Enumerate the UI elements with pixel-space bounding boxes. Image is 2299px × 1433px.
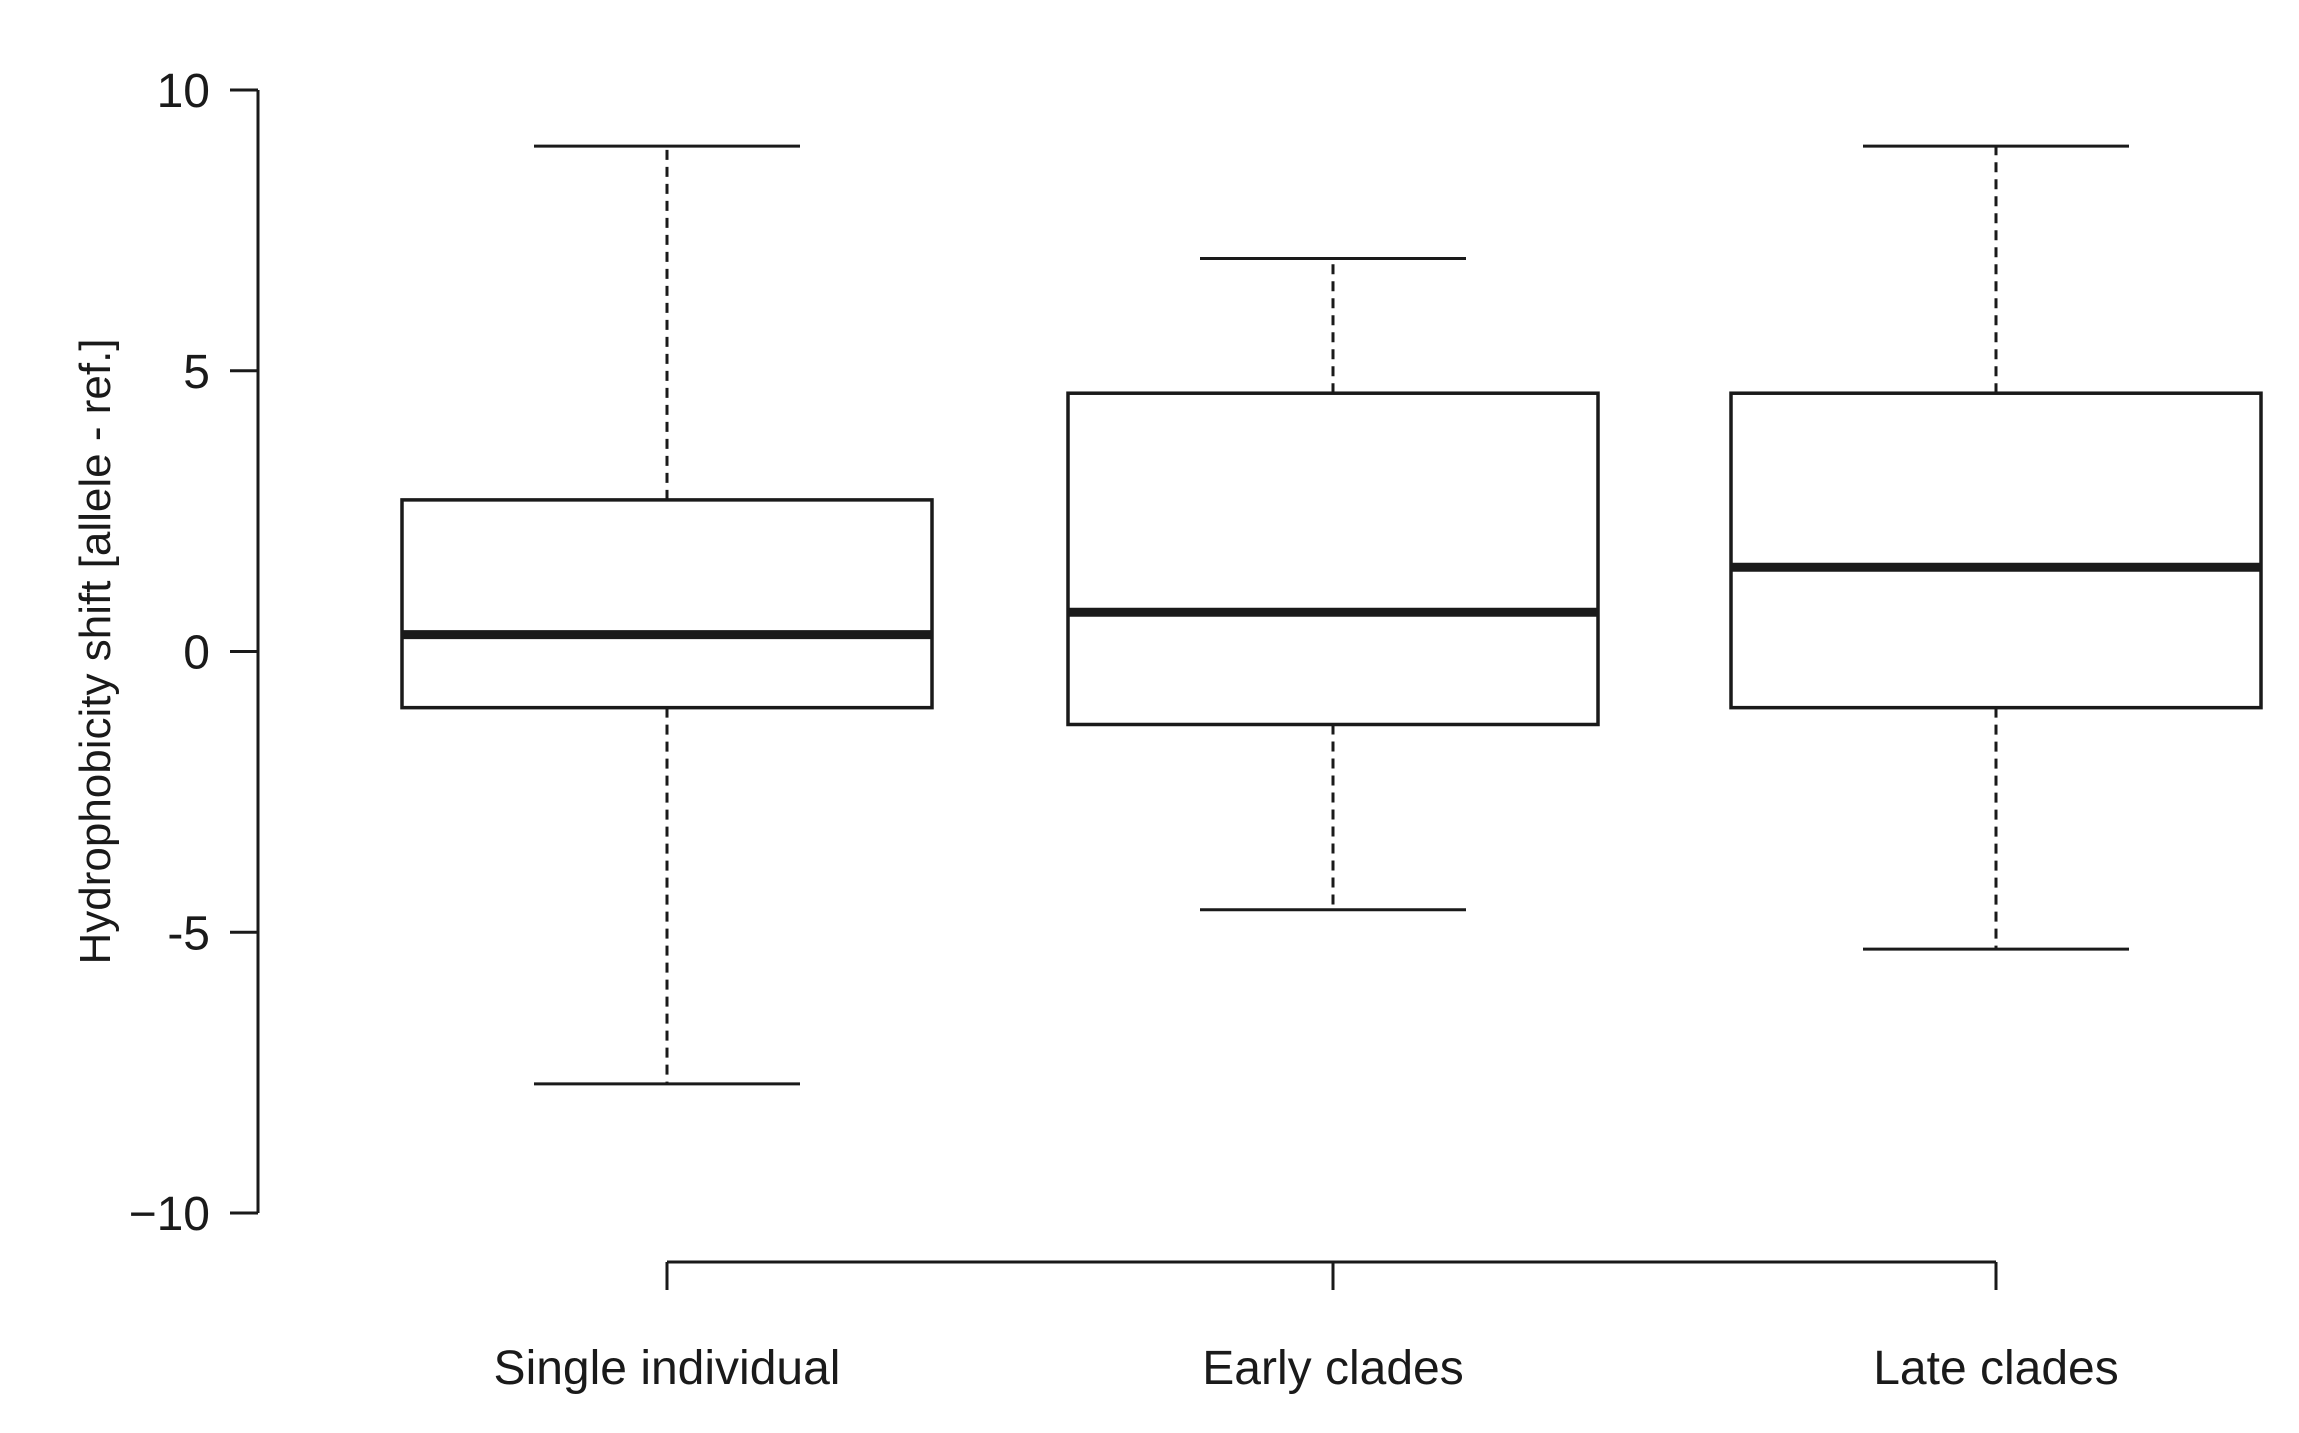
box-group xyxy=(1066,256,1600,912)
box-series xyxy=(400,144,2263,1086)
x-tick-label: Single individual xyxy=(494,1342,841,1395)
y-tick-label: 5 xyxy=(183,346,210,399)
x-tick-label: Late clades xyxy=(1873,1342,2119,1395)
y-tick-label: 0 xyxy=(183,627,210,680)
y-axis: 10 5 0 -5 −10 xyxy=(129,65,260,1241)
y-tick-label: -5 xyxy=(167,907,210,960)
y-tick-label: 10 xyxy=(157,65,210,118)
x-axis: Single individual Early clades Late clades xyxy=(494,1260,2119,1395)
iqr-box xyxy=(1066,391,1600,727)
iqr-box xyxy=(400,498,934,710)
y-axis-title: Hydrophobicity shift [allele - ref.] xyxy=(71,338,120,964)
iqr-box xyxy=(1729,391,2263,710)
box-group xyxy=(1729,144,2263,951)
x-tick-label: Early clades xyxy=(1202,1342,1463,1395)
y-tick-label: −10 xyxy=(129,1188,210,1241)
box-group xyxy=(400,144,934,1086)
